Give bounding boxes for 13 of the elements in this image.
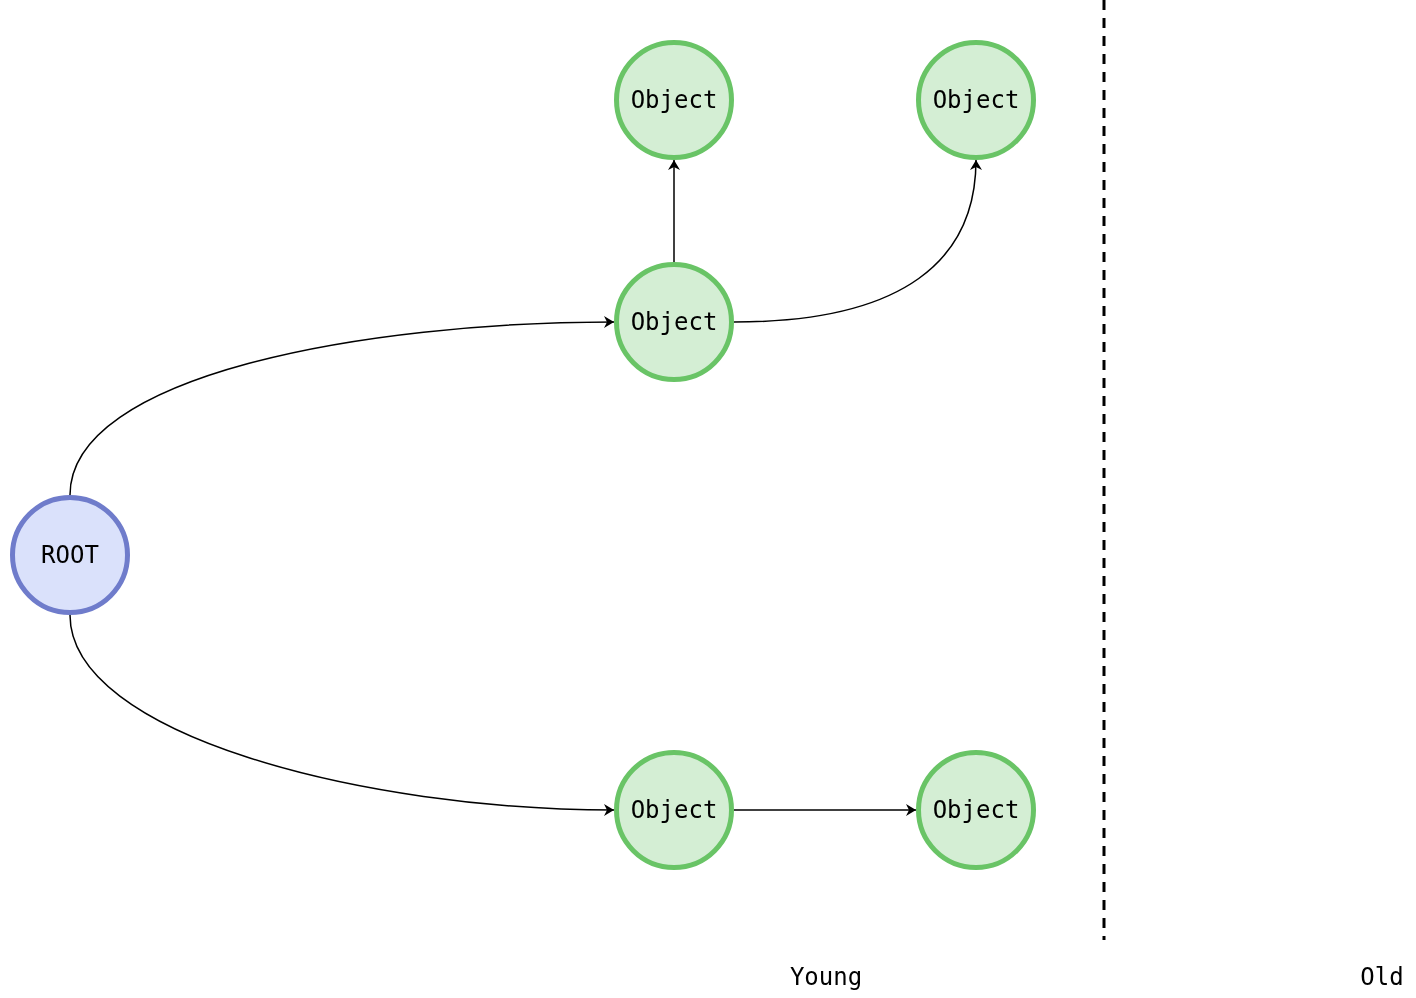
arrow (69, 316, 615, 496)
node-label: Object (932, 795, 1020, 826)
node-label: Object (630, 307, 718, 338)
arrow (668, 159, 680, 263)
arrow (69, 614, 615, 816)
node-label: Object (630, 795, 718, 826)
region-label: Young (789, 962, 863, 993)
node-label: ROOT (41, 540, 99, 571)
node-label: Object (932, 85, 1020, 116)
arrow (733, 159, 982, 323)
arrow (733, 804, 917, 816)
node-label: Object (630, 85, 718, 116)
region-label: Old (1360, 962, 1404, 993)
